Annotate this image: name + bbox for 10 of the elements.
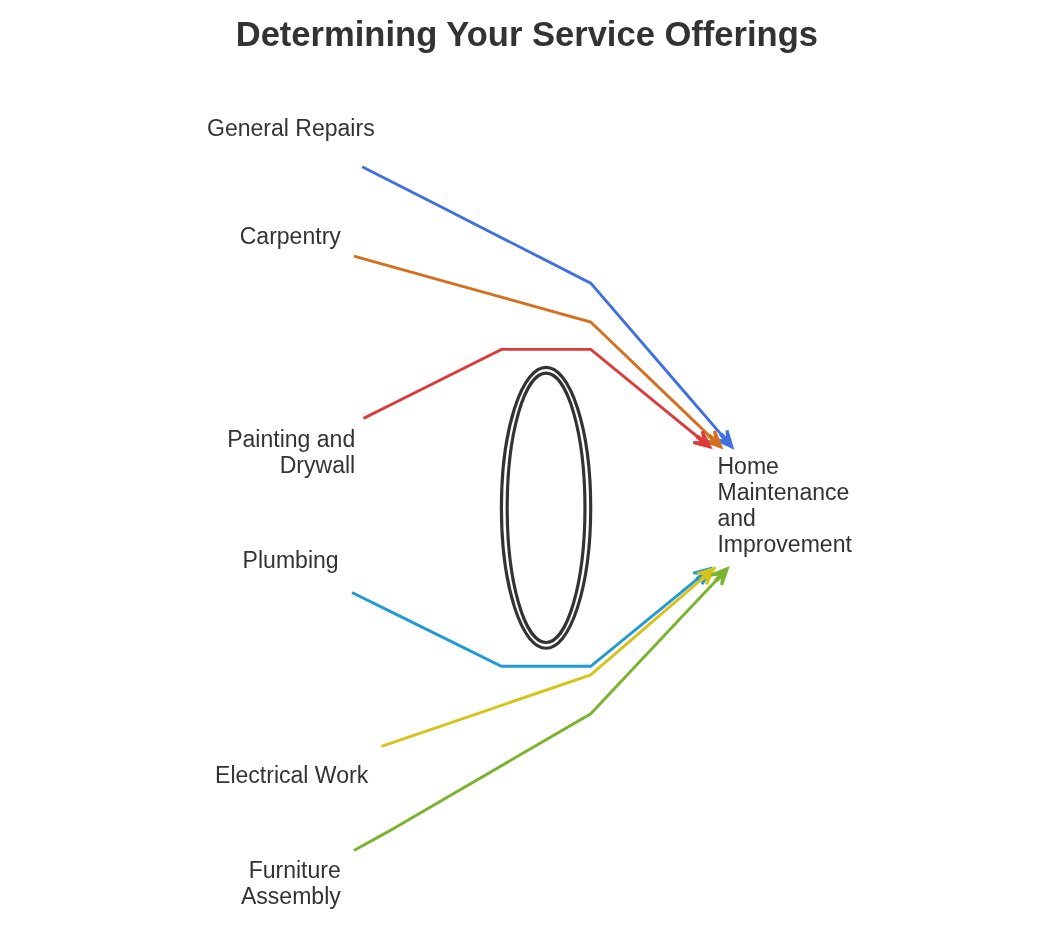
- node-text: General Repairs: [206, 114, 375, 141]
- diagram-title: Determining Your Service Offerings: [235, 14, 818, 53]
- arrow: [362, 347, 712, 449]
- node-text: Electrical Work: [214, 761, 368, 788]
- node-text: Plumbing: [242, 547, 339, 574]
- node-text: Home Maintenance and Improvement: [716, 453, 852, 558]
- node-text: Painting and Drywall: [226, 426, 355, 478]
- node-lens: [499, 365, 592, 650]
- node-text: Furniture Assembly: [240, 856, 341, 909]
- node-text: Carpentry: [239, 222, 341, 249]
